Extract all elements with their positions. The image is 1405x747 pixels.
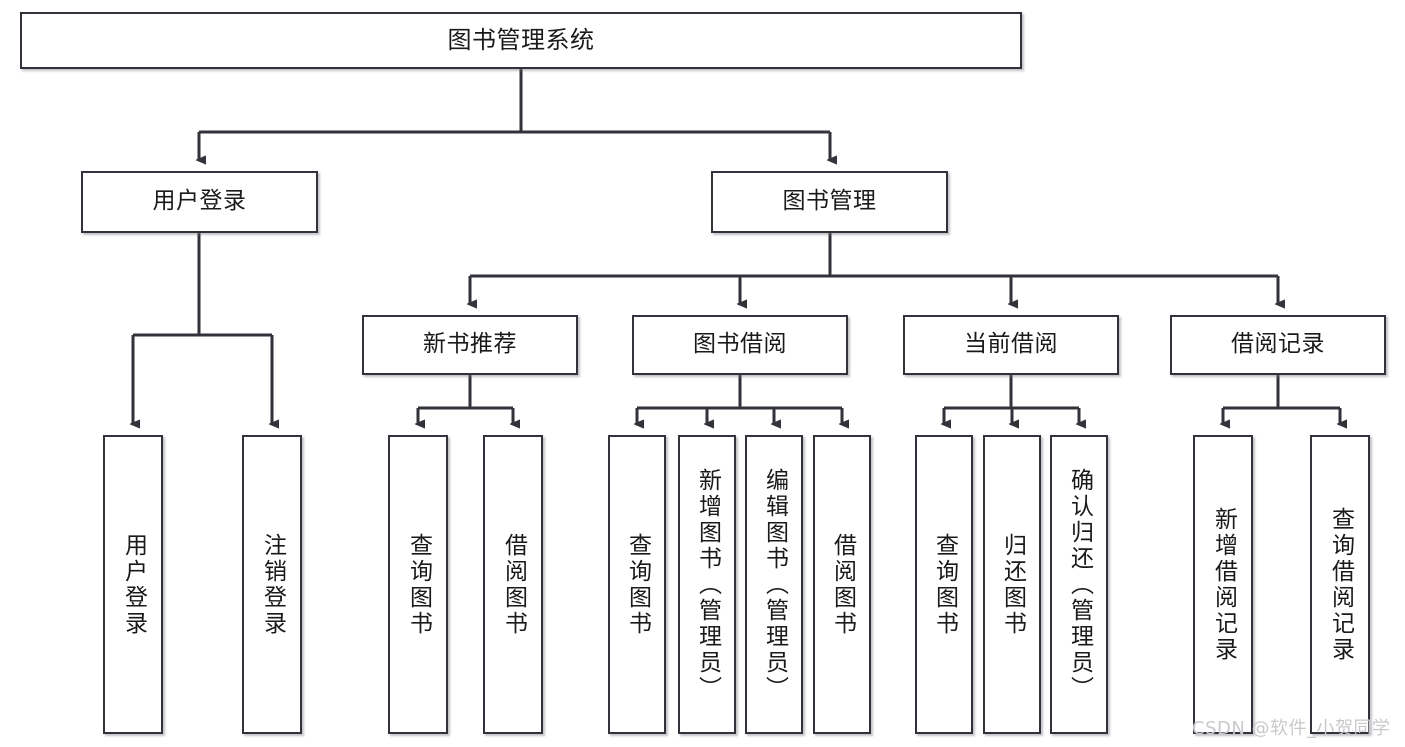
leaf-borrow-book-label: 借阅图书 xyxy=(829,532,856,637)
leaf-borrow-book[interactable]: 借阅图书 xyxy=(813,435,871,734)
leaf-query-borrow-record-label: 查询借阅记录 xyxy=(1327,506,1354,663)
leaf-user-login[interactable]: 用户登录 xyxy=(103,435,163,734)
node-new-book-recommend-label: 新书推荐 xyxy=(423,331,517,358)
leaf-query-book-recommend[interactable]: 查询图书 xyxy=(388,435,448,734)
leaf-query-book-current-label: 查询图书 xyxy=(931,532,958,637)
leaf-return-book-label: 归还图书 xyxy=(999,532,1026,637)
leaf-borrow-book-recommend-label: 借阅图书 xyxy=(500,532,527,637)
node-current-borrow[interactable]: 当前借阅 xyxy=(903,315,1119,375)
node-book-borrow-label: 图书借阅 xyxy=(693,331,787,358)
node-root[interactable]: 图书管理系统 xyxy=(20,12,1022,69)
node-book-borrow[interactable]: 图书借阅 xyxy=(632,315,848,375)
leaf-add-borrow-record[interactable]: 新增借阅记录 xyxy=(1193,435,1253,734)
leaf-edit-book-admin[interactable]: 编辑图书（管理员） xyxy=(745,435,803,734)
node-root-label: 图书管理系统 xyxy=(447,26,595,55)
leaf-borrow-book-recommend[interactable]: 借阅图书 xyxy=(483,435,543,734)
leaf-user-login-label: 用户登录 xyxy=(120,532,147,637)
leaf-add-borrow-record-label: 新增借阅记录 xyxy=(1210,506,1237,663)
leaf-confirm-return-admin-label: 确认归还（管理员） xyxy=(1066,467,1093,702)
node-borrow-record[interactable]: 借阅记录 xyxy=(1170,315,1386,375)
node-book-management-label: 图书管理 xyxy=(782,188,877,215)
leaf-query-book-borrow[interactable]: 查询图书 xyxy=(608,435,666,734)
leaf-query-borrow-record[interactable]: 查询借阅记录 xyxy=(1310,435,1370,734)
node-user-login[interactable]: 用户登录 xyxy=(81,171,318,233)
node-user-login-label: 用户登录 xyxy=(152,188,247,215)
leaf-confirm-return-admin[interactable]: 确认归还（管理员） xyxy=(1050,435,1108,734)
leaf-query-book-recommend-label: 查询图书 xyxy=(405,532,432,637)
node-new-book-recommend[interactable]: 新书推荐 xyxy=(362,315,578,375)
leaf-logout-login-label: 注销登录 xyxy=(259,532,286,637)
leaf-add-book-admin[interactable]: 新增图书（管理员） xyxy=(678,435,736,734)
leaf-logout-login[interactable]: 注销登录 xyxy=(242,435,302,734)
node-book-management[interactable]: 图书管理 xyxy=(711,171,948,233)
watermark: CSDN @软件_小贺同学 xyxy=(1192,718,1391,739)
leaf-edit-book-admin-label: 编辑图书（管理员） xyxy=(761,467,788,702)
leaf-query-book-borrow-label: 查询图书 xyxy=(624,532,651,637)
leaf-query-book-current[interactable]: 查询图书 xyxy=(915,435,973,734)
leaf-return-book[interactable]: 归还图书 xyxy=(983,435,1041,734)
leaf-add-book-admin-label: 新增图书（管理员） xyxy=(694,467,721,702)
node-borrow-record-label: 借阅记录 xyxy=(1231,331,1325,358)
node-current-borrow-label: 当前借阅 xyxy=(964,331,1058,358)
